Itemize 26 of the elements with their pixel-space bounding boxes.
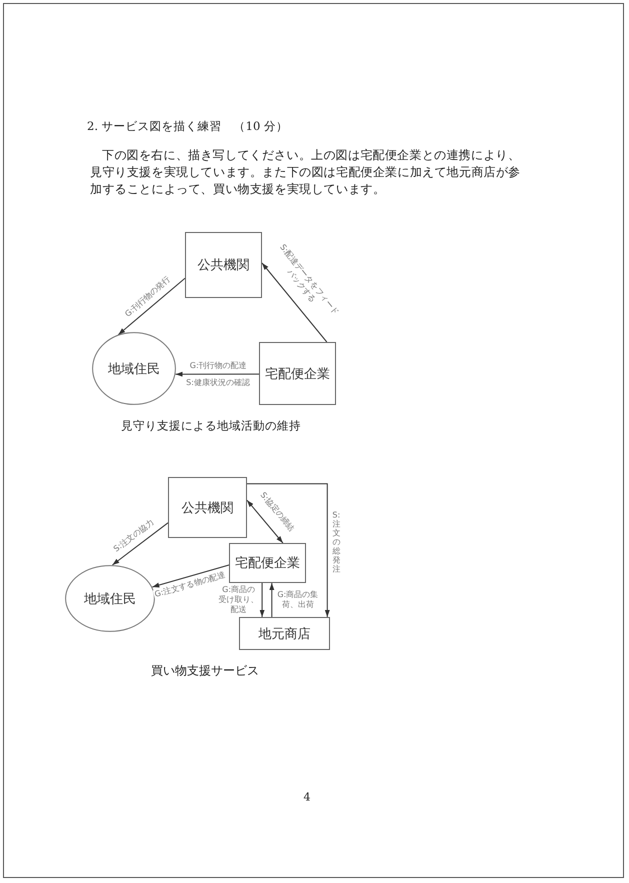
arrow xyxy=(262,262,328,342)
arrow xyxy=(246,500,284,544)
actor-box: 公共機関 xyxy=(168,477,247,538)
arrow xyxy=(260,582,265,618)
paragraph: 下の図を右に、描き写してください。上の図は宅配便企業との連携により、見守り支援を実現しています。また下の図は宅配便企業に加えて地元商店が参加することによって、買い物支援を実現しています。 xyxy=(90,146,522,198)
arrow xyxy=(175,372,260,377)
edge-label: G:商品の受け取り、配送 xyxy=(217,585,260,615)
actor-box: 地元商店 xyxy=(239,617,330,650)
actor-box: 公共機関 xyxy=(185,232,262,298)
edge-label: S:注文の総発注 xyxy=(330,510,342,574)
arrow xyxy=(269,582,274,618)
arrow xyxy=(152,564,230,588)
arrow-note: S:健康状況の確認 xyxy=(185,378,251,388)
figure-caption: 買い物支援サービス xyxy=(151,662,259,680)
arrow xyxy=(246,483,330,618)
actor-box: 宅配便企業 xyxy=(229,543,306,583)
arrow xyxy=(118,278,186,336)
edge-label: G:刊行物の配達 xyxy=(188,361,248,372)
actor-box: 宅配便企業 xyxy=(259,342,336,405)
actor-ellipse: 地域住民 xyxy=(65,565,155,632)
heading: 2. サービス図を描く練習 （10 分） xyxy=(87,119,288,134)
arrow xyxy=(112,522,168,566)
figure-caption: 見守り支援による地域活動の維持 xyxy=(121,418,301,434)
edge-label: G:商品の集荷、出荷 xyxy=(274,590,321,610)
actor-ellipse: 地域住民 xyxy=(92,332,176,405)
page-number: 4 xyxy=(304,790,310,804)
